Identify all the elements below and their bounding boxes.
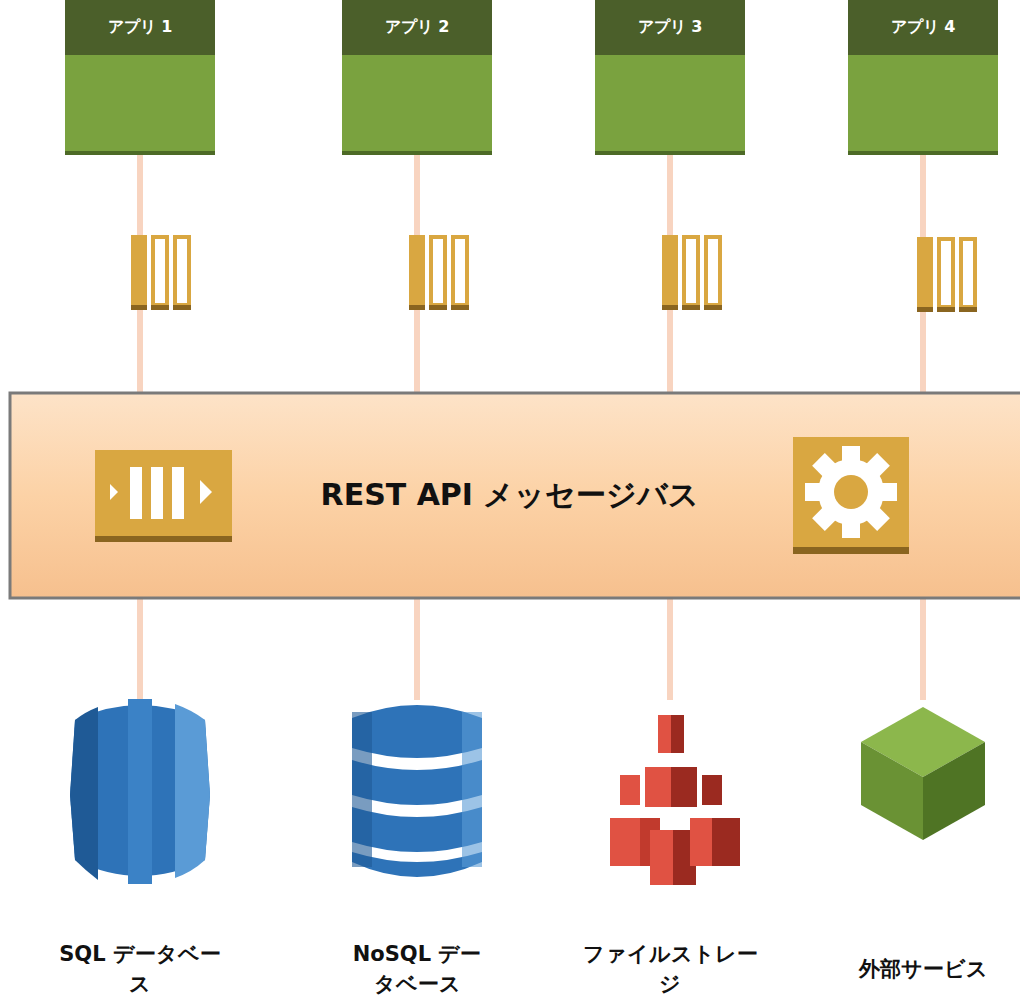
app-body — [595, 55, 745, 155]
queue-icon — [131, 235, 191, 310]
storage-label: NoSQL データベース — [347, 939, 487, 999]
queue-icon — [917, 237, 977, 312]
queue-symbol — [95, 450, 232, 542]
storage-node: 外部サービス — [843, 700, 1003, 1000]
app-label: アプリ 1 — [108, 17, 173, 38]
storage-label: ファイルストレージ — [575, 939, 765, 999]
storage-node: ファイルストレージ — [575, 700, 765, 1000]
bus-connector — [137, 598, 143, 700]
file-storage-icon — [610, 715, 740, 885]
app-body — [848, 55, 998, 155]
app-header: アプリ 3 — [595, 0, 745, 55]
app-header: アプリ 2 — [342, 0, 492, 55]
app-label: アプリ 4 — [891, 17, 956, 38]
gear-symbol — [793, 437, 909, 554]
app-body — [342, 55, 492, 155]
storage-node: NoSQL データベース — [347, 700, 487, 1000]
icon-space — [575, 700, 765, 938]
app-label: アプリ 2 — [385, 17, 450, 38]
message-bus: REST API メッセージバス — [240, 393, 780, 598]
bus-connector — [667, 598, 673, 700]
icon-space — [843, 700, 1003, 938]
bus-connector — [414, 598, 420, 700]
icon-space — [55, 700, 225, 938]
app-box: アプリ 1 — [65, 0, 215, 155]
nosql-database-icon — [352, 705, 482, 877]
app-body — [65, 55, 215, 155]
icon-space — [347, 700, 487, 938]
app-box: アプリ 3 — [595, 0, 745, 155]
app-label: アプリ 3 — [638, 17, 703, 38]
app-header: アプリ 1 — [65, 0, 215, 55]
storage-label: SQL データベース — [55, 939, 225, 999]
app-box: アプリ 4 — [848, 0, 998, 155]
bus-band — [10, 393, 1020, 598]
app-header: アプリ 4 — [848, 0, 998, 55]
queue-icon — [409, 235, 469, 310]
sql-database-icon — [70, 699, 210, 884]
external-service-icon — [861, 707, 985, 840]
queue-icon — [662, 235, 722, 310]
app-box: アプリ 2 — [342, 0, 492, 155]
storage-label: 外部サービス — [859, 954, 988, 984]
bus-label: REST API メッセージバス — [321, 475, 700, 516]
storage-node: SQL データベース — [55, 700, 225, 1000]
bus-connector — [920, 598, 926, 700]
